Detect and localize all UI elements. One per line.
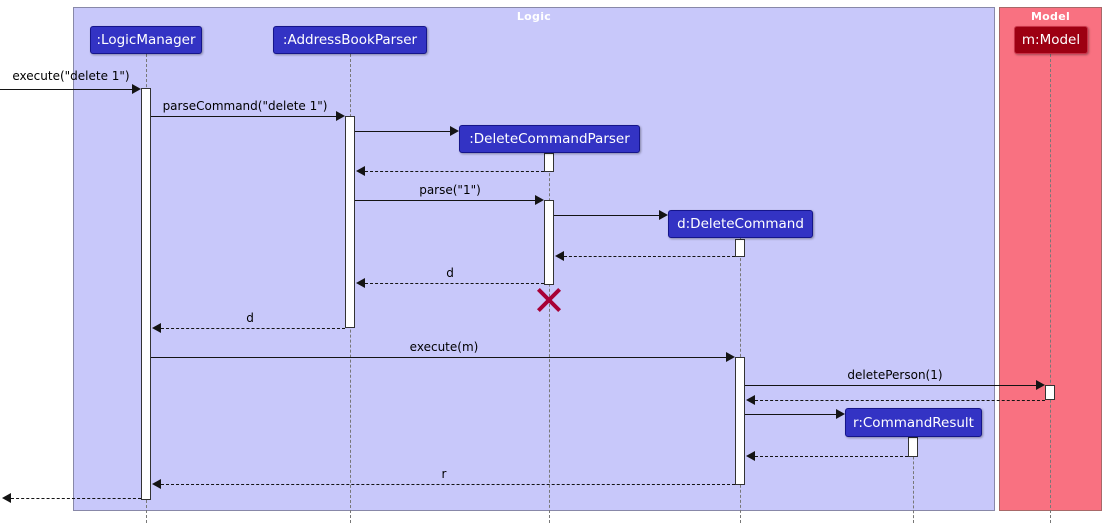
message-8-label: d — [246, 311, 254, 325]
arrowhead-right-icon — [132, 84, 141, 94]
participant-model: m:Model — [1014, 26, 1088, 54]
message-13-line — [755, 456, 908, 457]
message-12-line — [745, 414, 836, 415]
activation-commandresult — [908, 437, 918, 457]
participant-addressbookparser-label: :AddressBookParser — [282, 32, 418, 48]
arrowhead-right-icon — [659, 210, 668, 220]
participant-deletecommand-label: d:DeleteCommand — [677, 216, 804, 232]
lifeline-model — [1050, 54, 1051, 523]
arrowhead-left-icon — [356, 166, 365, 176]
lifeline-deletecommandparser — [549, 153, 550, 523]
participant-model-label: m:Model — [1021, 32, 1081, 48]
arrowhead-left-icon — [2, 493, 11, 503]
participant-logicmanager-label: :LogicManager — [96, 32, 196, 48]
frame-logic: Logic — [73, 7, 995, 511]
activation-addressbookparser — [345, 116, 355, 328]
participant-deletecommandparser-label: :DeleteCommandParser — [469, 131, 630, 147]
message-1-label: parseCommand("delete 1") — [162, 99, 328, 113]
arrowhead-left-icon — [152, 323, 161, 333]
message-5-line — [554, 215, 659, 216]
message-9-line — [151, 357, 726, 358]
arrowhead-left-icon — [746, 395, 755, 405]
participant-deletecommandparser: :DeleteCommandParser — [459, 125, 640, 153]
message-11-line — [755, 400, 1045, 401]
activation-deletecommand-1 — [735, 239, 745, 257]
message-6-line — [564, 256, 735, 257]
activation-model — [1045, 385, 1055, 400]
message-7-label: d — [446, 266, 454, 280]
arrowhead-left-icon — [555, 251, 564, 261]
message-10-label: deletePerson(1) — [847, 368, 943, 382]
participant-deletecommand: d:DeleteCommand — [668, 210, 813, 238]
activation-logicmanager — [141, 88, 151, 500]
activation-deletecommandparser-2 — [544, 200, 554, 285]
message-1-line — [151, 116, 336, 117]
activation-deletecommandparser-1 — [544, 153, 554, 172]
message-14-label: r — [441, 467, 447, 481]
arrowhead-right-icon — [1036, 380, 1045, 390]
arrowhead-right-icon — [450, 126, 459, 136]
lifeline-commandresult — [913, 437, 914, 523]
arrowhead-right-icon — [836, 409, 845, 419]
activation-deletecommand-2 — [735, 357, 745, 485]
message-15-line — [11, 498, 141, 499]
message-3-line — [365, 171, 544, 172]
arrowhead-left-icon — [746, 451, 755, 461]
arrowhead-left-icon — [152, 479, 161, 489]
frame-model-title: Model — [1030, 10, 1071, 23]
participant-addressbookparser: :AddressBookParser — [273, 26, 427, 54]
arrowhead-right-icon — [336, 111, 345, 121]
message-4-label: parse("1") — [419, 183, 481, 197]
message-0-label: execute("delete 1") — [12, 69, 130, 83]
message-14-line — [161, 484, 735, 485]
message-2-line — [355, 131, 450, 132]
participant-commandresult-label: r:CommandResult — [853, 414, 974, 431]
arrowhead-left-icon — [356, 278, 365, 288]
frame-logic-title: Logic — [516, 10, 552, 23]
message-10-line — [745, 385, 1036, 386]
arrowhead-right-icon — [535, 195, 544, 205]
message-4-line — [355, 200, 535, 201]
message-7-line — [365, 283, 544, 284]
message-0-line — [0, 89, 132, 90]
participant-logicmanager: :LogicManager — [90, 26, 202, 54]
message-8-line — [161, 328, 345, 329]
participant-commandresult: r:CommandResult — [845, 408, 982, 437]
message-9-label: execute(m) — [409, 340, 479, 354]
arrowhead-right-icon — [726, 352, 735, 362]
